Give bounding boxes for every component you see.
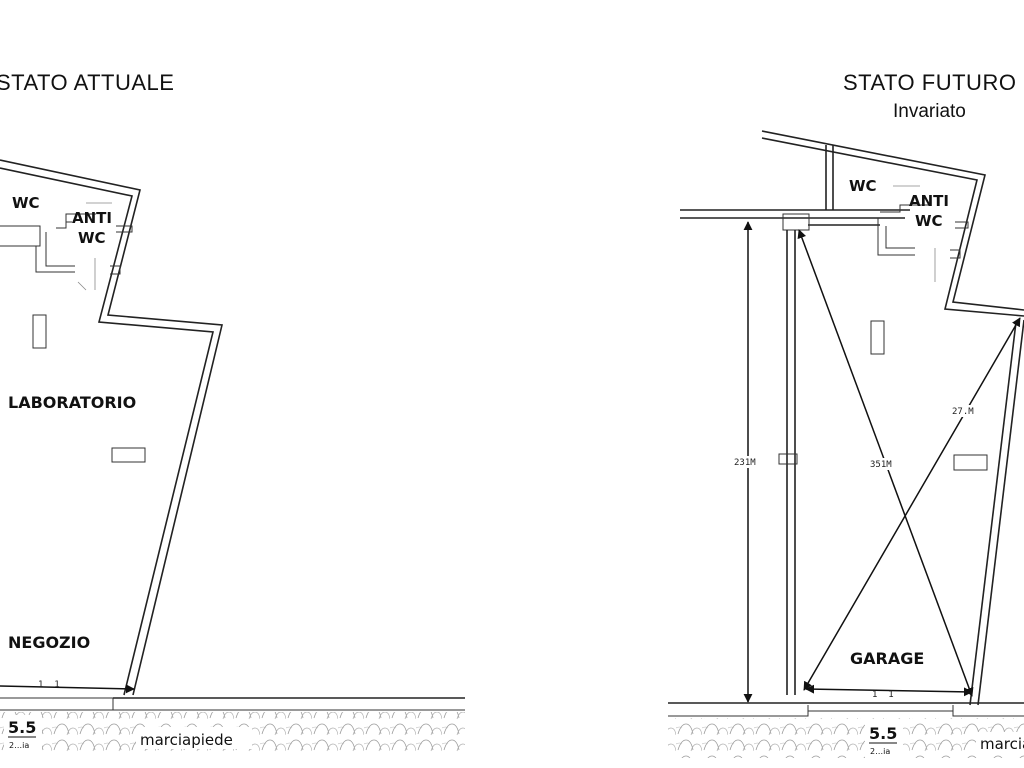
left-bathroom-walls bbox=[0, 202, 133, 291]
left-plan-title: STATO ATTUALE bbox=[0, 70, 174, 95]
left-door-dimension-line bbox=[0, 684, 135, 694]
left-scale-sub: 2…ia bbox=[9, 741, 29, 750]
right-scale-value: 5.5 bbox=[869, 724, 897, 743]
right-room-anti: ANTI bbox=[909, 192, 949, 210]
right-pillar bbox=[870, 320, 885, 355]
left-room-wc: WC bbox=[12, 194, 40, 212]
right-plan: STATO FUTURO Invariato bbox=[668, 70, 1024, 758]
right-diagonal-dimension-2: 27.M bbox=[952, 407, 974, 417]
left-outer-walls bbox=[0, 159, 223, 696]
left-room-anti: ANTI bbox=[72, 209, 112, 227]
right-room-wc: WC bbox=[849, 177, 877, 195]
left-room-anti-wc: WC bbox=[78, 229, 106, 247]
left-street-label: marciapiede bbox=[140, 731, 233, 749]
right-outer-walls bbox=[680, 130, 1024, 706]
left-door-dimension: 1 1 bbox=[38, 680, 60, 690]
left-sidewalk bbox=[0, 697, 465, 754]
right-sidewalk bbox=[668, 702, 1024, 758]
right-door-dimension: 1 1 bbox=[872, 690, 894, 700]
right-scale-note: 5.5 2…ia bbox=[865, 720, 903, 758]
left-room-laboratorio: LABORATORIO bbox=[8, 393, 136, 412]
left-scale-value: 5.5 bbox=[8, 718, 36, 737]
right-plan-subtitle: Invariato bbox=[893, 101, 966, 122]
right-street-label-clip: marciapiede bbox=[980, 735, 1024, 753]
right-scale-sub: 2…ia bbox=[870, 747, 890, 756]
right-fixture bbox=[953, 454, 988, 471]
left-room-negozio: NEGOZIO bbox=[8, 633, 90, 652]
right-plan-title: STATO FUTURO bbox=[843, 70, 1016, 95]
left-pillar bbox=[32, 314, 47, 349]
left-plan: STATO ATTUALE WC ANTI WC LABORATORIO NEG… bbox=[0, 70, 465, 754]
right-street-label: marciapiede bbox=[980, 735, 1024, 753]
right-room-anti-wc: WC bbox=[915, 212, 943, 230]
left-scale-note: 5.5 2…ia bbox=[4, 715, 42, 753]
right-room-garage: GARAGE bbox=[850, 649, 924, 668]
left-fixture bbox=[111, 447, 146, 463]
right-vertical-dimension: 231M bbox=[734, 458, 756, 468]
right-diagonal-dimension-1: 351M bbox=[870, 460, 892, 470]
right-diagonal-dimension-line-2 bbox=[803, 317, 1021, 691]
right-interior-column bbox=[778, 213, 810, 695]
right-door-dimension-line bbox=[805, 684, 973, 697]
